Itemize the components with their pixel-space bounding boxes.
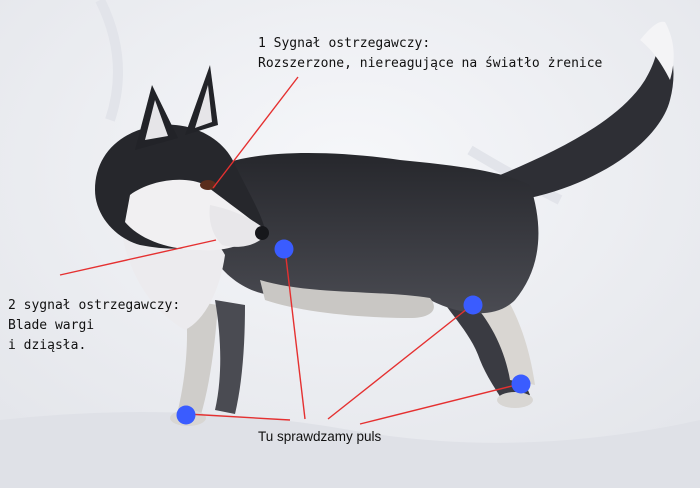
warning-1-title: 1 Sygnał ostrzegawczy: — [258, 36, 431, 51]
warning-1-text: Rozszerzone, niereagujące na światło żre… — [258, 56, 603, 71]
dog-tail — [500, 25, 674, 200]
warning-2-text-1: Blade wargi — [8, 318, 95, 333]
dog-belly — [260, 280, 434, 318]
leader-line-pulse-paw-front — [186, 413, 291, 421]
pulse-points — [176, 239, 531, 425]
pulse-text: Tu sprawdzamy puls — [258, 429, 382, 444]
dog-front-leg-right — [215, 300, 245, 414]
dog-ear-right-inner — [195, 85, 212, 128]
pulse-point-neck — [274, 239, 294, 259]
pulse-label: Tu sprawdzamy puls — [258, 427, 381, 447]
warning-label-2: 2 sygnał ostrzegawczy: Blade wargi i dzi… — [8, 296, 180, 356]
leader-lines — [59, 76, 521, 425]
warning-label-1: 1 Sygnał ostrzegawczy: Rozszerzone, nier… — [258, 34, 602, 74]
warning-2-text-2: i dziąsła. — [8, 338, 87, 353]
dog-muzzle — [209, 205, 268, 247]
dog-paw-back — [497, 392, 533, 408]
dog-tail-tip — [640, 21, 674, 81]
dog-front-leg-left — [178, 300, 218, 418]
leader-line-pulse-neck — [284, 248, 306, 420]
dog-eye — [200, 180, 216, 190]
leader-line-warning-2 — [59, 239, 217, 276]
pulse-point-front-paw — [176, 405, 196, 425]
leader-line-pulse-paw-back — [359, 383, 521, 425]
husky-dog — [95, 21, 674, 426]
snow-shadow — [0, 412, 700, 488]
pulse-point-back-paw — [511, 374, 531, 394]
pulse-point-thigh — [463, 295, 483, 315]
dog-nose — [255, 226, 269, 240]
leader-line-warning-1 — [212, 76, 299, 189]
dog-ear-left-inner — [145, 100, 168, 140]
warning-2-title: 2 sygnał ostrzegawczy: — [8, 298, 181, 313]
dog-back-leg-right — [470, 295, 535, 385]
dog-body — [200, 153, 539, 314]
leader-line-pulse-thigh — [327, 304, 473, 420]
